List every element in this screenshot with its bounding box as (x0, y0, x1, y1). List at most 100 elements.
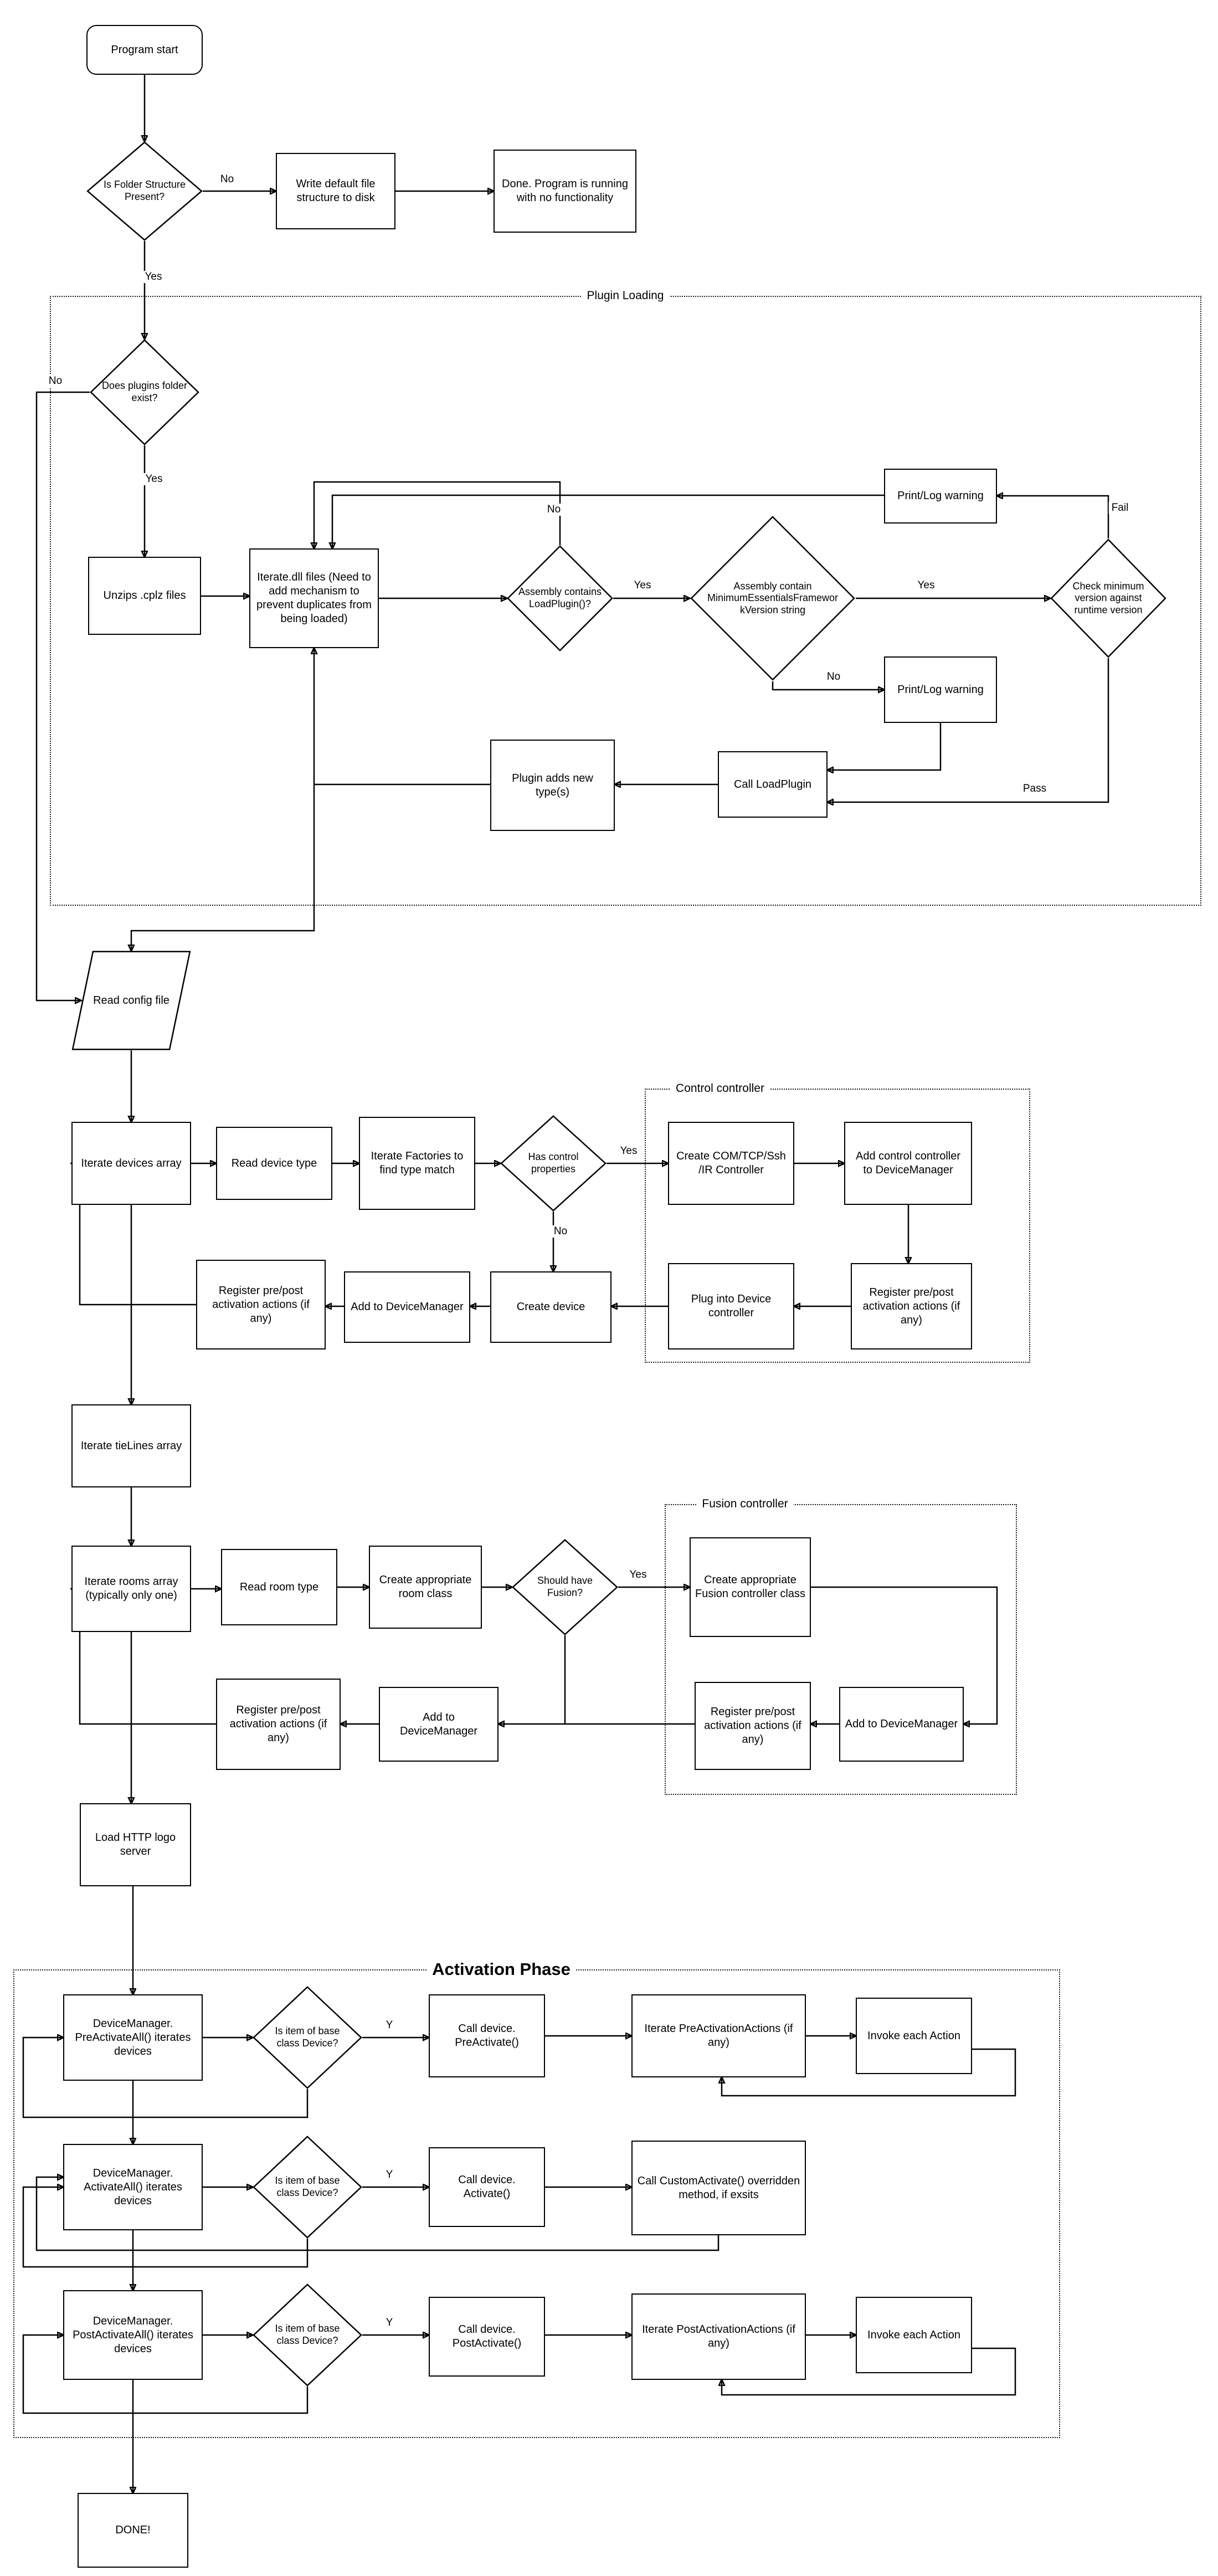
diamond-shape (501, 1116, 605, 1211)
node-label: Invoke each Action (867, 2029, 960, 2042)
flow-connector (772, 681, 884, 690)
edge-label-yes-6: Yes (626, 1569, 650, 1581)
decision-is-base-device-3: Is item of base class Device? (253, 2283, 362, 2387)
decision-should-have-fusion: Should have Fusion? (512, 1539, 618, 1635)
edge-label-yes-5: Yes (617, 1145, 640, 1157)
diamond-shape (513, 1540, 617, 1635)
node-label: Iterate Factories to find type match (371, 1150, 464, 1176)
node-write-default-structure: Write default file structure to disk (276, 153, 395, 229)
diamond-shape (690, 515, 856, 681)
flow-connector (131, 784, 315, 951)
container-title-plugin-loading: Plugin Loading (581, 289, 670, 302)
node-label: Should have Fusion? (537, 1575, 593, 1598)
node-label: Call device. PreActivate() (455, 2023, 519, 2049)
node-label: Program start (111, 43, 178, 56)
node-load-http-logo-server: Load HTTP logo server (80, 1803, 191, 1886)
container-title-fusion-controller: Fusion controller (696, 1497, 794, 1511)
node-iterate-devices: Iterate devices array (71, 1122, 191, 1205)
node-label: DeviceManager. PreActivateAll() iterates… (75, 2017, 191, 2057)
node-register-actions-devices: Register pre/post activation actions (if… (196, 1260, 326, 1349)
diamond-shape (512, 1539, 618, 1635)
decision-plugins-folder: Does plugins folder exist? (90, 339, 199, 445)
node-label: Assembly contain MinimumEssentialsFramew… (707, 580, 839, 615)
container-title-control-controller: Control controller (670, 1082, 770, 1095)
node-label: Create appropriate Fusion controller cla… (695, 1574, 805, 1600)
node-label: Create device (516, 1301, 585, 1313)
node-preactivateall: DeviceManager. PreActivateAll() iterates… (63, 1994, 203, 2081)
edge-label-y-2: Y (383, 2169, 396, 2181)
node-read-config-file: Read config file (71, 951, 191, 1050)
diamond-shape (90, 339, 199, 445)
flow-connector (22, 2335, 309, 2414)
node-create-com-controller: Create COM/TCP/Ssh /IR Controller (668, 1122, 794, 1205)
decision-has-control-properties: Has control properties (500, 1115, 607, 1212)
flow-connector (35, 391, 90, 1000)
node-label: Call device. Activate() (458, 2174, 516, 2200)
diamond-shape (86, 141, 203, 241)
decision-check-min-version: Check minimum version against runtime ve… (1050, 538, 1166, 658)
edge-label-no-3: No (544, 504, 564, 516)
edge-label-no-4: No (824, 671, 844, 683)
node-add-to-devicemanager-2: Add to DeviceManager (379, 1687, 498, 1762)
node-iterate-tielines: Iterate tieLines array (71, 1404, 191, 1487)
diamond-shape (253, 2283, 362, 2387)
node-create-device: Create device (490, 1271, 611, 1343)
node-label: Add control controller to DeviceManager (856, 1150, 960, 1176)
flow-connector (722, 2048, 1016, 2097)
node-call-activate: Call device. Activate() (429, 2147, 545, 2227)
node-label: Read device type (231, 1157, 317, 1169)
edge-label-yes-1: Yes (142, 271, 165, 283)
node-label: Print/Log warning (897, 490, 984, 502)
diamond-shape (254, 2137, 361, 2238)
node-label: Read config file (93, 994, 169, 1007)
node-label: DONE! (115, 2524, 151, 2536)
node-label: Plugin adds new type(s) (512, 772, 593, 798)
node-label: Iterate rooms array (typically only one) (84, 1576, 178, 1602)
node-label: Is item of base class Device? (275, 2323, 340, 2346)
node-plugin-adds-types: Plugin adds new type(s) (490, 740, 615, 831)
container-fusion-controller (665, 1504, 1017, 1795)
node-label: Iterate PostActivationActions (if any) (642, 2323, 795, 2349)
flow-connector (314, 481, 561, 548)
flow-connector (22, 2187, 309, 2268)
node-label: Unzips .cplz files (103, 589, 186, 602)
node-label: Register pre/post activation actions (if… (704, 1706, 801, 1746)
node-add-control-controller: Add control controller to DeviceManager (844, 1122, 972, 1205)
node-print-log-warning-2: Print/Log warning (884, 656, 997, 723)
node-label: Assembly contains LoadPlugin()? (518, 586, 602, 609)
node-iterate-dll: Iterate.dll files (Need to add mechanism… (249, 548, 379, 648)
node-label: DeviceManager. ActivateAll() iterates de… (84, 2167, 182, 2207)
diamond-shape (1050, 538, 1166, 658)
node-label: Iterate devices array (81, 1157, 182, 1169)
node-label: Add to DeviceManager (845, 1718, 958, 1730)
node-postactivateall: DeviceManager. PostActivateAll() iterate… (63, 2290, 203, 2380)
node-label: Iterate.dll files (Need to add mechanism… (256, 571, 372, 625)
node-label: Iterate tieLines array (80, 1439, 182, 1452)
node-label: Register pre/post activation actions (if… (212, 1284, 310, 1325)
parallelogram-shape (73, 952, 190, 1049)
node-label: Has control properties (528, 1151, 579, 1174)
node-call-preactivate: Call device. PreActivate() (429, 1994, 545, 2077)
node-register-actions-fusion: Register pre/post activation actions (if… (695, 1682, 811, 1770)
edge-label-yes-4: Yes (914, 579, 938, 592)
node-add-to-devicemanager-fusion: Add to DeviceManager (839, 1687, 964, 1762)
node-create-room-class: Create appropriate room class (369, 1546, 482, 1629)
flow-connector (997, 496, 1109, 538)
node-label: Add to DeviceManager (399, 1711, 478, 1737)
node-label: Is Folder Structure Present? (103, 179, 186, 202)
node-label: Call LoadPlugin (733, 778, 812, 791)
node-label: Read room type (239, 1581, 319, 1593)
node-label: Call CustomActivate() overridden method,… (637, 2174, 800, 2201)
connectors (22, 75, 1109, 2493)
decision-folder-structure: Is Folder Structure Present? (86, 141, 203, 241)
node-label: Add to DeviceManager (351, 1301, 464, 1313)
diamond-shape (691, 517, 854, 680)
node-read-room-type: Read room type (221, 1549, 337, 1625)
node-label: Create appropriate room class (379, 1574, 472, 1600)
container-title-activation-phase: Activation Phase (426, 1959, 576, 1979)
edge-label-fail: Fail (1108, 502, 1132, 514)
node-label: Check minimum version against runtime ve… (1072, 580, 1144, 615)
decision-is-base-device-2: Is item of base class Device? (253, 2136, 362, 2239)
node-iterate-postactivationactions: Iterate PostActivationActions (if any) (631, 2293, 806, 2380)
